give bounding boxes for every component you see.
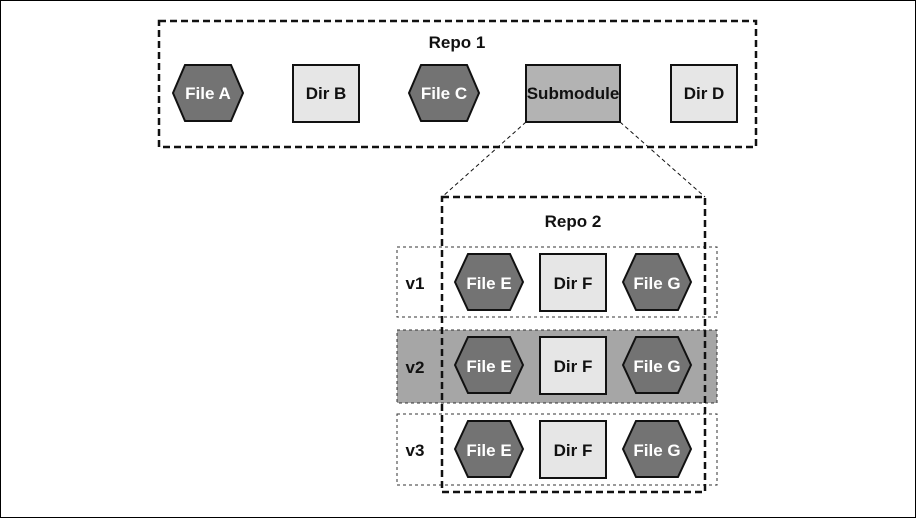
v1-file-g-label: File G (633, 274, 680, 293)
dir-b-label: Dir B (306, 84, 347, 103)
v2-dir-f-label: Dir F (554, 357, 593, 376)
file-c-label: File C (421, 84, 467, 103)
v3-file-e-label: File E (466, 441, 511, 460)
version-label-v1: v1 (406, 274, 425, 293)
repo1-container (157, 19, 758, 149)
v3-file-g-label: File G (633, 441, 680, 460)
submodule-connector-right (619, 121, 706, 198)
v3-file-e-node: File E (453, 420, 525, 478)
v3-dir-f-label: Dir F (554, 441, 593, 460)
file-a-node: File A (171, 64, 245, 122)
repo1-title: Repo 1 (429, 33, 486, 52)
submodule-node: Submodule (525, 64, 621, 123)
v1-dir-f-node: Dir F (539, 253, 607, 312)
v1-file-e-label: File E (466, 274, 511, 293)
v2-file-g-node: File G (621, 336, 693, 394)
v3-dir-f-node: Dir F (539, 420, 607, 479)
dir-d-node: Dir D (670, 64, 738, 123)
v2-dir-f-node: Dir F (539, 336, 607, 395)
submodule-label: Submodule (527, 84, 620, 103)
v1-dir-f-label: Dir F (554, 274, 593, 293)
file-a-label: File A (185, 84, 231, 103)
version-label-v2: v2 (406, 358, 425, 377)
v2-file-g-label: File G (633, 357, 680, 376)
submodule-connector-left (441, 121, 527, 198)
version-label-v3: v3 (406, 441, 425, 460)
v3-file-g-node: File G (621, 420, 693, 478)
file-c-node: File C (407, 64, 481, 122)
dir-d-label: Dir D (684, 84, 725, 103)
v1-file-e-node: File E (453, 253, 525, 311)
v2-file-e-node: File E (453, 336, 525, 394)
v2-file-e-label: File E (466, 357, 511, 376)
dir-b-node: Dir B (292, 64, 360, 123)
v1-file-g-node: File G (621, 253, 693, 311)
repo2-title: Repo 2 (545, 212, 602, 231)
repo2-container (440, 195, 707, 494)
